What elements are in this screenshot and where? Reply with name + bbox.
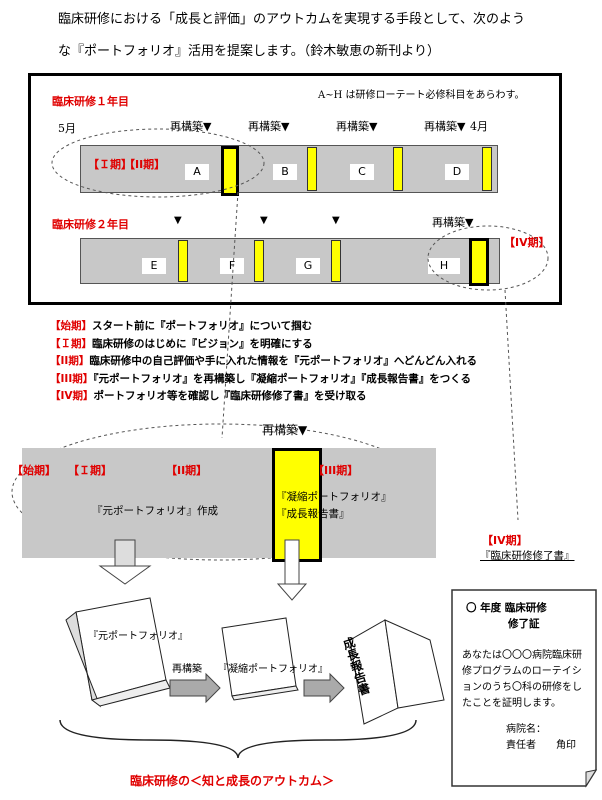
certificate-heading-2: 修了証 — [508, 618, 540, 630]
year2-label: 臨床研修２年目 — [52, 218, 129, 231]
step-item: 【III期】『元ポートフォリオ』を再構築し『凝縮ポートフォリオ』『成長報告書』を… — [50, 372, 472, 385]
lower-period-iii: 【III期】 — [313, 464, 359, 477]
book-report — [349, 619, 445, 725]
outcome-caption: 臨床研修の＜知と成長のアウトカム＞ — [130, 774, 335, 788]
right-arrow — [169, 672, 221, 704]
book-moto-label: 『元ポートフォリオ』 — [88, 631, 188, 642]
reconstruct-arrow-label: 再構築 — [172, 664, 202, 675]
reconstruct-mark-4: 再構築▼ — [424, 120, 466, 133]
subject-h: H — [428, 258, 460, 274]
subject-note: A~H は研修ローテート必修科目をあらわす。 — [318, 90, 525, 101]
step-item: 【II期】臨床研修中の自己評価や手に入れた情報を『元ポートフォリオ』へどんどん入… — [50, 355, 477, 367]
certificate-body: あなたは〇〇〇病院臨床研修プログラムのローテイションのうち〇科の研修をしたことを… — [462, 650, 582, 709]
reconstruct-mark-3: 再構築▼ — [336, 120, 378, 133]
step-item: 【Ｉ期】臨床研修のはじめに『ビジョン』を明確にする — [50, 337, 313, 350]
subject-g: G — [296, 258, 320, 274]
month-start: 5月 — [58, 122, 76, 135]
moto-portfolio-label: 『元ポートフォリオ』作成 — [92, 505, 218, 517]
step-item: 【IV期】ポートフォリオ等を確認し『臨床研修修了書』を受け取る — [50, 390, 367, 402]
intro-line-1: 臨床研修における「成長と評価」のアウトカムを実現する手段として、次のよう — [58, 12, 525, 27]
lower-reconstruct-mark: 再構築▼ — [262, 423, 308, 437]
year1-checkpoint-2 — [307, 147, 317, 191]
certificate-heading: 〇 年度 臨床研修 — [466, 602, 547, 614]
reconstruct-mark-2: 再構築▼ — [248, 120, 290, 133]
step-list: 【始期】スタート前に『ポートフォリオ』について掴む 【Ｉ期】臨床研修のはじめに『… — [50, 318, 477, 406]
rotation-schedule-box — [28, 73, 562, 305]
subject-b: B — [273, 164, 297, 180]
checkpoint-mark-1: ▼ — [174, 215, 182, 226]
year2-checkpoint-3 — [331, 240, 341, 282]
period-i-label: 【Ｉ期】 — [88, 158, 132, 171]
reconstruct-mark-5: 再構築▼ — [432, 216, 474, 229]
period-iv-label: 【IV期】 — [504, 236, 550, 249]
certificate-link: 『臨床研修修了書』 — [480, 550, 575, 562]
subject-f: F — [220, 258, 244, 274]
intro-line-2: な『ポートフォリオ』活用を提案します。（鈴木敏恵の新刊より） — [58, 44, 440, 59]
subject-e: E — [142, 258, 166, 274]
down-arrow-1 — [98, 539, 152, 585]
certificate-hospital: 病院名： — [506, 724, 546, 735]
subject-d: D — [445, 164, 469, 180]
certificate-responsible: 責任者 角印 — [506, 740, 576, 751]
book-gyoshuku — [221, 617, 299, 701]
certificate-period-iv: 【IV期】 — [482, 534, 528, 547]
lower-timeline-bar — [22, 448, 436, 558]
right-arrow-2 — [303, 672, 345, 704]
lower-period-i: 【Ｉ期】 — [68, 464, 112, 477]
checkpoint-mark-3: ▼ — [332, 215, 340, 226]
year1-checkpoint-3 — [393, 147, 403, 191]
down-arrow-2 — [276, 539, 308, 601]
year2-final-checkpoint — [469, 238, 489, 286]
gyoshuku-portfolio-label: 『凝縮ポートフォリオ』 — [276, 491, 392, 503]
year2-checkpoint-2 — [254, 240, 264, 282]
step-item: 【始期】スタート前に『ポートフォリオ』について掴む — [50, 320, 313, 332]
period-ii-label: 【II期】 — [124, 158, 166, 171]
outcome-brace — [59, 719, 417, 759]
book-gyoshuku-label: 『凝縮ポートフォリオ』 — [218, 664, 328, 675]
year1-checkpoint-4 — [482, 147, 492, 191]
year1-checkpoint-1 — [221, 146, 239, 196]
growth-report-label: 『成長報告書』 — [276, 508, 350, 520]
year1-label: 臨床研修１年目 — [52, 95, 129, 108]
year2-checkpoint-1 — [178, 240, 188, 282]
lower-period-ii: 【II期】 — [166, 464, 208, 477]
subject-c: C — [350, 164, 374, 180]
subject-a: A — [185, 164, 209, 180]
month-end: 4月 — [470, 120, 488, 133]
lower-period-start: 【始期】 — [12, 464, 56, 477]
checkpoint-mark-2: ▼ — [260, 215, 268, 226]
